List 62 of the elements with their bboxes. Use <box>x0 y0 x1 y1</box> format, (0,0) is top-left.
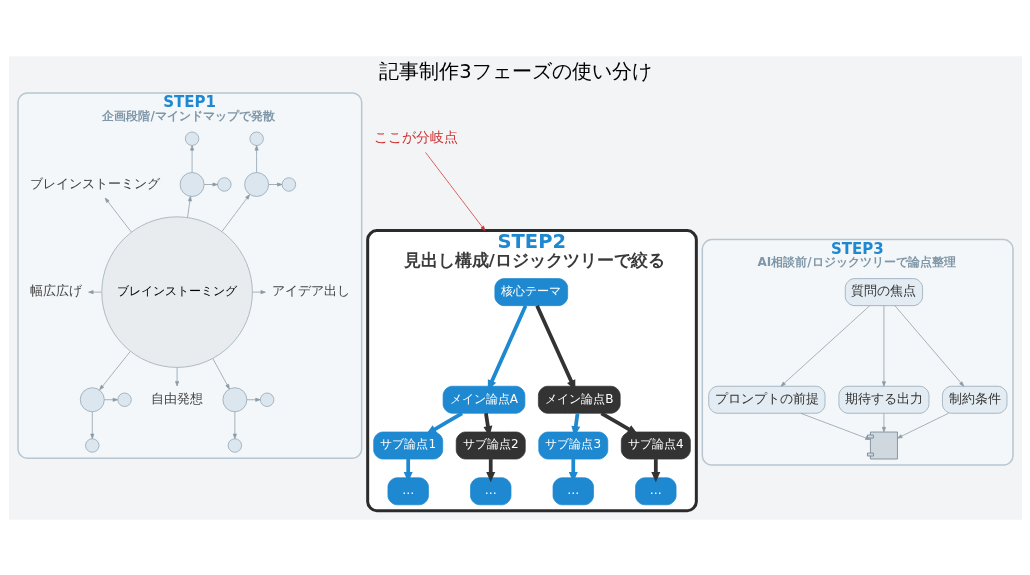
node-text: 幅広広げ <box>29 282 82 298</box>
arrow <box>600 411 638 434</box>
arrow <box>211 357 230 389</box>
arrow <box>881 412 886 432</box>
node-box: プロンプトの前提 <box>707 385 825 414</box>
arrow <box>799 412 870 440</box>
diagram-title: 記事制作3フェーズの使い分け <box>378 59 652 83</box>
arrow <box>98 350 131 390</box>
node-text: ブレインストーミング <box>29 175 160 191</box>
node-box: サブ論点1 <box>372 431 443 459</box>
node-circle: ブレインストーミング <box>100 215 253 368</box>
arrow <box>485 458 495 482</box>
arrow <box>267 182 282 186</box>
arrow <box>534 304 575 390</box>
node-box: … <box>387 476 429 505</box>
node-circle <box>227 437 242 453</box>
arrow <box>251 289 266 294</box>
arrow <box>424 151 485 231</box>
arrow <box>246 397 261 402</box>
node-circle <box>184 131 199 146</box>
node-circle <box>281 176 296 192</box>
arrow <box>881 304 886 387</box>
node-box: サブ論点2 <box>455 431 526 459</box>
node-circle <box>116 392 132 407</box>
node-box: サブ論点3 <box>537 431 608 459</box>
node-box: … <box>634 476 676 505</box>
arrow <box>425 411 463 434</box>
arrow <box>221 193 250 232</box>
node-box: 期待する出力 <box>838 385 929 414</box>
arrow <box>189 144 194 173</box>
arrow <box>103 397 118 402</box>
node-box: サブ論点4 <box>620 431 691 459</box>
node-text: 自由発想 <box>150 390 203 406</box>
node-box: メイン論点A <box>442 385 525 414</box>
node-box: 核心テーマ <box>494 277 568 306</box>
node-circle <box>222 386 247 412</box>
node-circle <box>259 392 274 407</box>
node-text: アイデア出し <box>271 282 350 298</box>
node-box: メイン論点B <box>537 385 621 414</box>
arrow <box>186 195 192 218</box>
node-box: 制約条件 <box>941 385 1007 414</box>
arrow <box>487 304 527 390</box>
arrow <box>174 366 179 386</box>
arrow <box>650 458 660 482</box>
arrow <box>87 289 102 294</box>
node-circle <box>216 176 231 192</box>
node-box: … <box>469 476 511 505</box>
arrow <box>780 304 870 387</box>
node-box: … <box>552 476 594 505</box>
node-box: 質問の焦点 <box>844 277 923 306</box>
node-circle <box>179 171 204 197</box>
node-circle <box>249 131 264 146</box>
node-circle <box>243 171 269 197</box>
arrow <box>232 411 237 439</box>
arrow <box>104 197 132 232</box>
arrow <box>254 144 259 173</box>
node-text: ここが分岐点 <box>373 128 458 145</box>
arrow <box>203 182 218 186</box>
arrow <box>894 304 964 387</box>
node-circle <box>84 437 99 453</box>
arrow <box>896 412 949 438</box>
arrow <box>89 411 94 439</box>
